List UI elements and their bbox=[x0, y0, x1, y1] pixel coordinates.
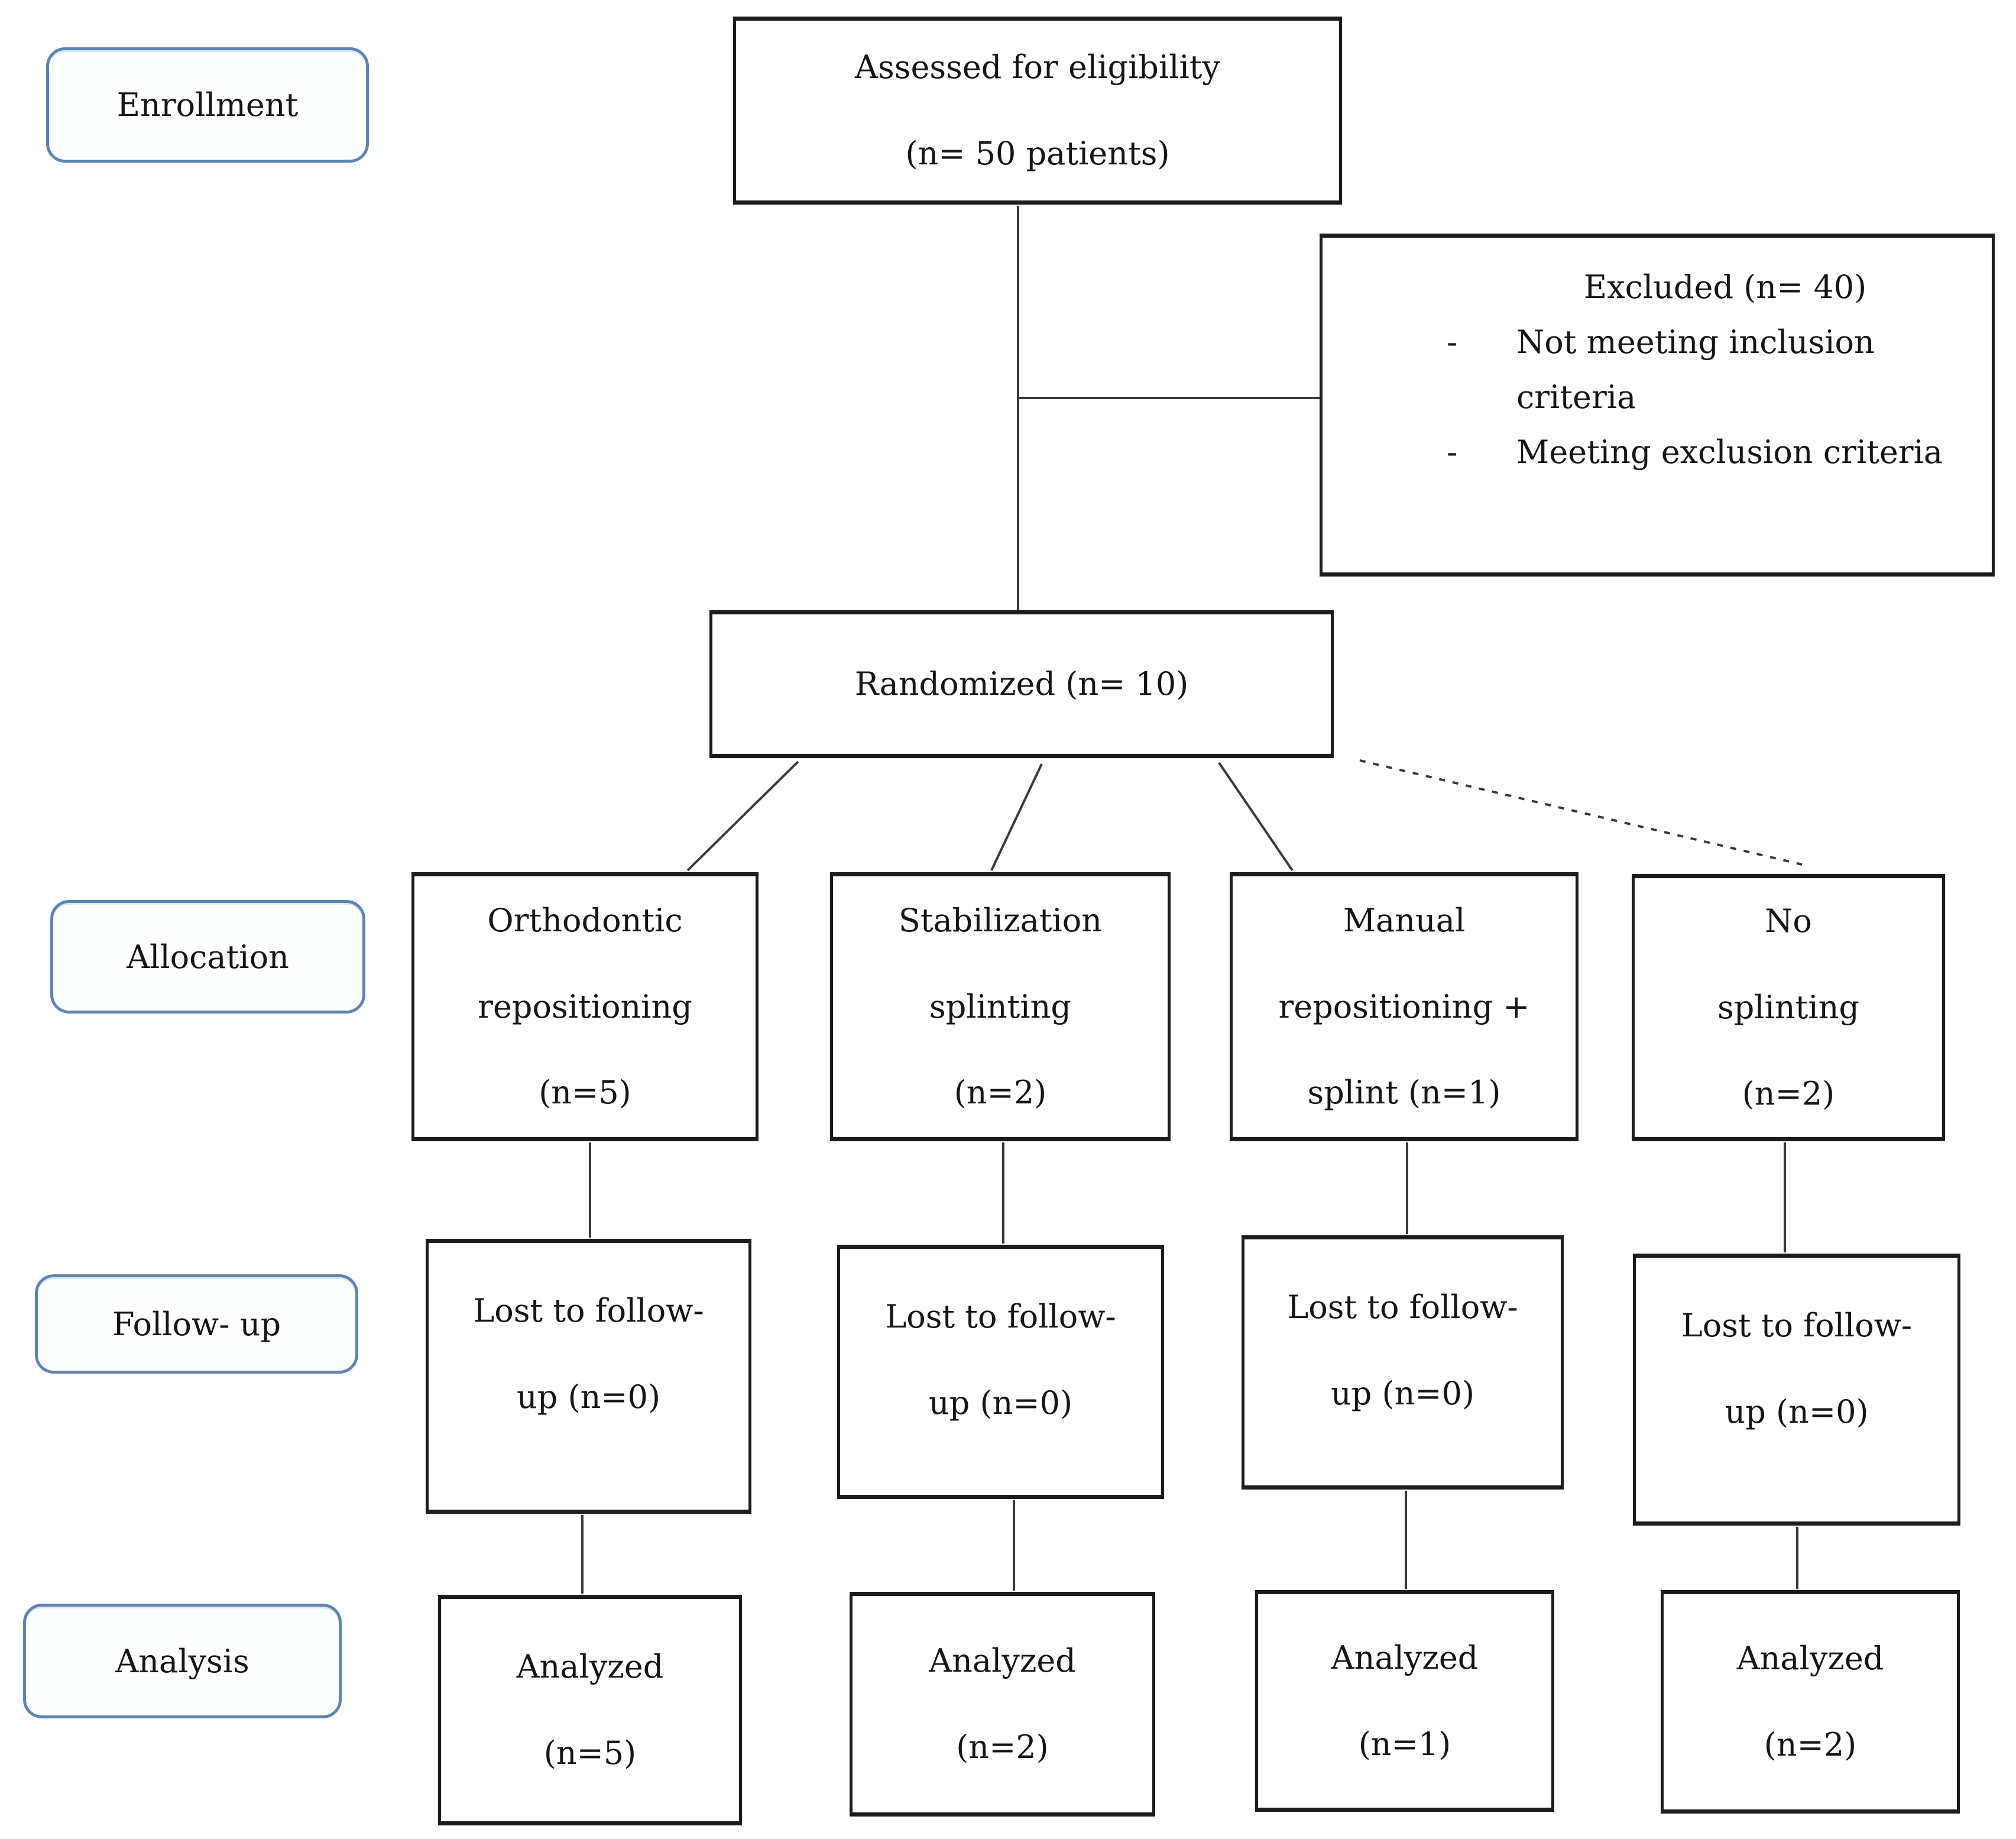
stage-label-follow-up-text: Follow- up bbox=[112, 1305, 281, 1343]
allocation-box-no-splinting: No splinting (n=2) bbox=[1632, 874, 1945, 1141]
allocation-box-orthodontic-repositioning: Orthodontic repositioning (n=5) bbox=[411, 872, 759, 1141]
allocation-box-2-text: Stabilization splinting (n=2) bbox=[898, 901, 1103, 1112]
allocation-box-3-text: Manual repositioning + splint (n=1) bbox=[1278, 901, 1530, 1112]
analyzed-box-3-text: Analyzed (n=1) bbox=[1331, 1639, 1479, 1763]
lost-to-follow-up-box-3-text: Lost to follow- up (n=0) bbox=[1287, 1288, 1518, 1412]
lost-to-follow-up-box-4: Lost to follow- up (n=0) bbox=[1633, 1254, 1960, 1526]
lost-to-follow-up-box-3: Lost to follow- up (n=0) bbox=[1242, 1235, 1564, 1490]
stage-label-analysis-text: Analysis bbox=[115, 1642, 249, 1680]
connector-randomized-to-alloc-3 bbox=[1218, 762, 1294, 872]
lost-to-follow-up-box-1-text: Lost to follow- up (n=0) bbox=[473, 1292, 704, 1416]
stage-label-enrollment: Enrollment bbox=[46, 47, 369, 163]
connector-randomized-to-alloc-2 bbox=[990, 763, 1043, 871]
allocation-box-1-text: Orthodontic repositioning (n=5) bbox=[478, 901, 692, 1112]
randomized-text: Randomized (n= 10) bbox=[854, 665, 1189, 702]
bullet-dash: - bbox=[1447, 323, 1458, 361]
stage-label-allocation: Allocation bbox=[50, 900, 365, 1014]
stage-label-allocation-text: Allocation bbox=[127, 938, 289, 976]
lost-to-follow-up-box-2: Lost to follow- up (n=0) bbox=[837, 1245, 1164, 1499]
excluded-title: Excluded (n= 40) bbox=[1583, 268, 1867, 306]
allocation-box-stabilization-splinting: Stabilization splinting (n=2) bbox=[830, 872, 1171, 1141]
allocation-box-4-text: No splinting (n=2) bbox=[1717, 902, 1859, 1112]
connector-randomized-to-alloc-4 bbox=[1359, 759, 1803, 866]
stage-label-analysis: Analysis bbox=[23, 1604, 342, 1718]
lost-to-follow-up-box-1: Lost to follow- up (n=0) bbox=[426, 1239, 751, 1514]
assessed-for-eligibility-text: Assessed for eligibility (n= 50 patients… bbox=[855, 48, 1220, 172]
excluded-box: Excluded (n= 40) - Not meeting inclusion… bbox=[1320, 234, 1995, 577]
stage-label-follow-up: Follow- up bbox=[35, 1274, 358, 1374]
analyzed-box-4-text: Analyzed (n=2) bbox=[1736, 1640, 1884, 1763]
analyzed-box-3: Analyzed (n=1) bbox=[1255, 1590, 1554, 1812]
allocation-box-manual-repositioning-splint: Manual repositioning + splint (n=1) bbox=[1230, 872, 1579, 1141]
analyzed-box-2: Analyzed (n=2) bbox=[850, 1592, 1155, 1817]
lost-to-follow-up-box-2-text: Lost to follow- up (n=0) bbox=[885, 1298, 1116, 1422]
lost-to-follow-up-box-4-text: Lost to follow- up (n=0) bbox=[1681, 1307, 1913, 1430]
stage-label-enrollment-text: Enrollment bbox=[116, 86, 299, 124]
connector-randomized-to-alloc-1 bbox=[686, 760, 799, 872]
analyzed-box-2-text: Analyzed (n=2) bbox=[929, 1642, 1076, 1766]
excluded-item-text: Not meeting inclusion criteria bbox=[1516, 323, 1875, 416]
analyzed-box-4: Analyzed (n=2) bbox=[1661, 1590, 1960, 1814]
excluded-item-text: Meeting exclusion criteria bbox=[1516, 433, 1943, 471]
excluded-item: - Not meeting inclusion criteria bbox=[1323, 315, 1992, 425]
randomized-box: Randomized (n= 10) bbox=[709, 610, 1334, 758]
excluded-item: - Meeting exclusion criteria bbox=[1323, 425, 1992, 480]
analyzed-box-1: Analyzed (n=5) bbox=[438, 1595, 742, 1825]
assessed-for-eligibility-box: Assessed for eligibility (n= 50 patients… bbox=[733, 17, 1342, 205]
bullet-dash: - bbox=[1447, 433, 1458, 471]
analyzed-box-1-text: Analyzed (n=5) bbox=[516, 1648, 664, 1772]
